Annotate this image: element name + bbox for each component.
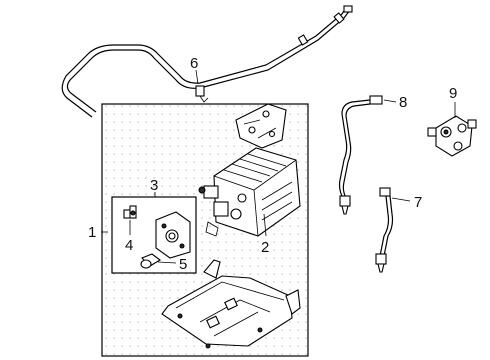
oxygen-sensor-downstream-part — [375, 187, 394, 273]
callout-2: 2 — [261, 239, 269, 256]
leader-lines — [101, 69, 456, 264]
oxygen-sensor-upstream-part — [338, 95, 383, 215]
callout-4: 4 — [125, 237, 133, 254]
callout-7: 7 — [414, 194, 422, 211]
callout-3: 3 — [150, 177, 158, 194]
callout-1: 1 — [88, 224, 96, 241]
evap-canister-part — [198, 147, 301, 237]
canister-shield-part — [161, 259, 301, 349]
callout-5: 5 — [179, 256, 187, 273]
valve-bracket-part — [155, 211, 191, 259]
bracket-plate-part — [235, 103, 287, 149]
callout-6: 6 — [190, 55, 198, 72]
connector-part — [140, 253, 161, 269]
callout-8: 8 — [399, 94, 407, 111]
valve-fitting-part — [123, 205, 137, 219]
callout-labels: 1 2 3 4 5 6 7 8 9 — [88, 55, 457, 273]
vapor-tube-part — [61, 5, 353, 118]
purge-valve-part — [427, 115, 477, 157]
callout-9: 9 — [449, 85, 457, 102]
